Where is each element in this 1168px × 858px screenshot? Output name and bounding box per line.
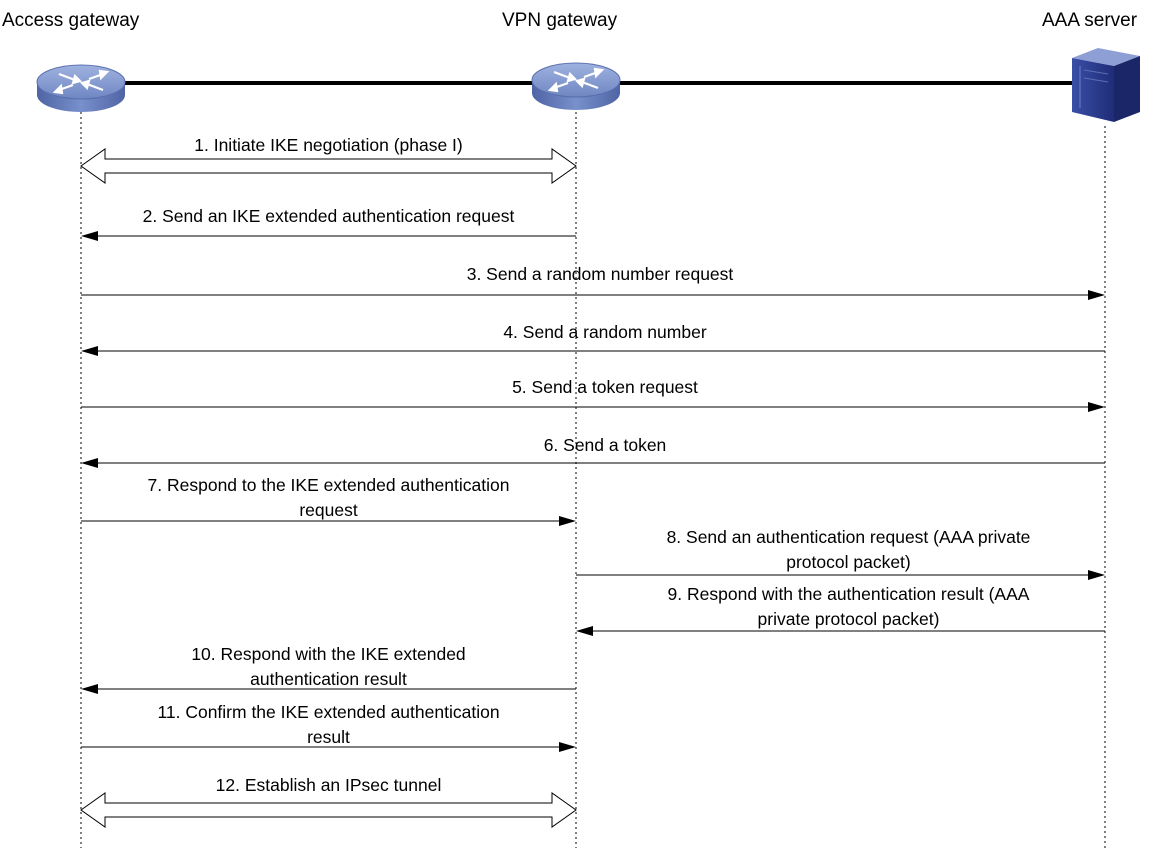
arrowhead-11 [559,742,576,752]
arrowhead-2 [81,231,98,241]
entity-label-access-gateway: Access gateway [2,10,140,31]
message-label-11: 11. Confirm the IKE extended authenticat… [157,702,500,747]
double-arrow-1 [80,148,577,184]
message-label-10: 10. Respond with the IKE extended authen… [191,644,466,689]
arrowhead-5 [1088,402,1105,412]
arrowhead-4 [81,346,98,356]
message-label-3: 3. Send a random number request [466,264,734,284]
router-icon [531,62,621,110]
arrowhead-10 [81,684,98,694]
arrowhead-9 [576,626,593,636]
lifelines [80,112,1106,848]
entity-label-vpn-gateway: VPN gateway [502,10,618,31]
arrowhead-8 [1088,570,1105,580]
message-arrows [80,148,1105,828]
server-icon [1072,48,1140,122]
message-label-7: 7. Respond to the IKE extended authentic… [147,475,510,520]
message-label-6: 6. Send a token [543,435,667,455]
message-label-1: 1. Initiate IKE negotiation (phase I) [194,135,463,155]
message-label-9: 9. Respond with the authentication resul… [667,584,1030,629]
double-arrow-12 [80,792,577,828]
entity-label-aaa-server: AAA server [1042,10,1138,31]
router-icon [36,64,126,112]
message-label-4: 4. Send a random number [503,322,707,342]
arrowhead-6 [81,458,98,468]
message-label-12: 12. Establish an IPsec tunnel [215,775,442,795]
arrowhead-7 [559,516,576,526]
arrowhead-3 [1088,290,1105,300]
message-label-8: 8. Send an authentication request (AAA p… [666,527,1031,572]
message-label-5: 5. Send a token request [512,377,698,397]
message-label-2: 2. Send an IKE extended authentication r… [142,206,515,226]
